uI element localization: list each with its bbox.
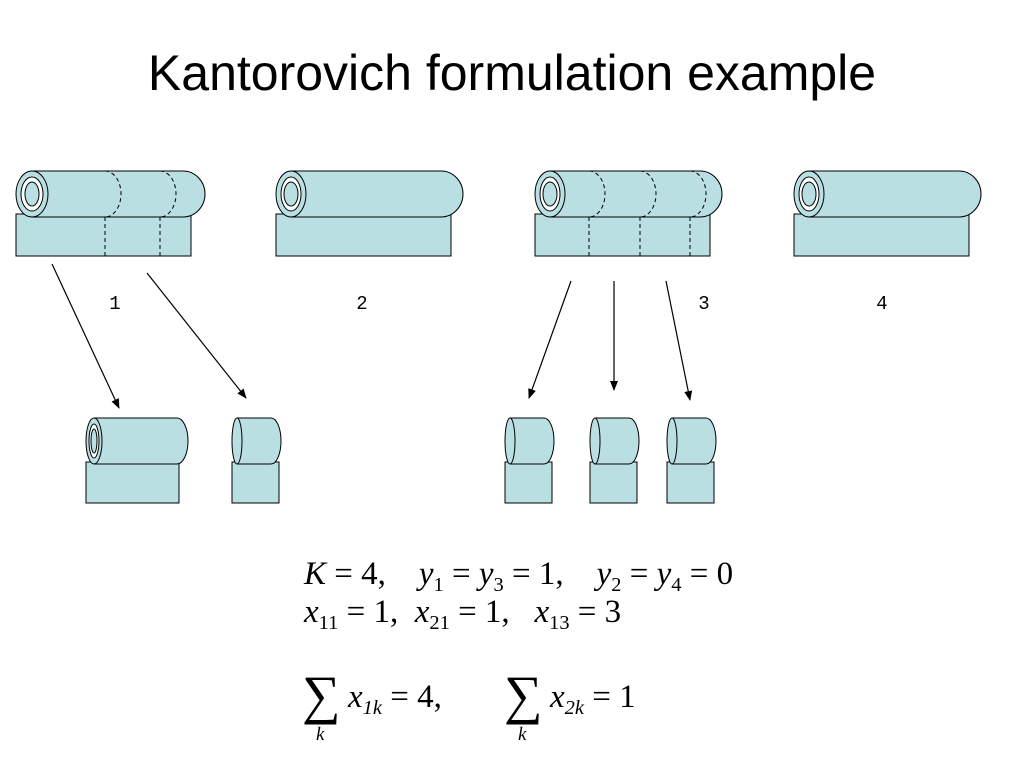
var-y3: y xyxy=(478,556,494,592)
var-x1k: x xyxy=(348,679,363,715)
y24-value: = 0 xyxy=(689,556,734,592)
x11-value: = 1, xyxy=(346,594,399,630)
equals-sign: = xyxy=(629,556,649,592)
roll-4 xyxy=(793,170,982,257)
roll-label-1: 1 xyxy=(109,293,120,315)
x21-value: = 1, xyxy=(458,594,510,630)
roll-label-2: 2 xyxy=(356,293,367,315)
arrow-roll3-piece1 xyxy=(528,280,572,399)
x11-subscript: 11 xyxy=(318,612,339,635)
roll-label-3: 3 xyxy=(698,293,709,315)
piece-small-4 xyxy=(666,417,717,504)
sigma-symbol: ∑ xyxy=(504,665,543,725)
x21-subscript: 21 xyxy=(429,612,450,635)
roll-1 xyxy=(15,170,206,257)
var-x11: x xyxy=(304,594,319,630)
y2-subscript: 2 xyxy=(611,574,622,597)
slide-title: Kantorovich formulation example xyxy=(147,45,877,101)
sum-index: k xyxy=(316,724,325,745)
summation-1: ∑ k x1k = 4, xyxy=(302,668,502,748)
K-value: = 4, xyxy=(334,556,386,592)
y3-subscript: 3 xyxy=(493,574,504,597)
roll-label-4: 4 xyxy=(876,293,887,315)
var-K: K xyxy=(304,556,327,592)
x13-subscript: 13 xyxy=(549,612,570,635)
piece-small-1 xyxy=(231,417,282,504)
y1-subscript: 1 xyxy=(433,574,444,597)
y4-subscript: 4 xyxy=(671,574,682,597)
sum-index: k xyxy=(518,724,527,745)
sum2-value: = 1 xyxy=(592,679,636,715)
var-y1: y xyxy=(418,556,434,592)
var-y4: y xyxy=(656,556,672,592)
sigma-symbol: ∑ xyxy=(302,665,341,725)
var-y2: y xyxy=(596,556,612,592)
sum1-value: = 4, xyxy=(390,679,442,715)
roll-3 xyxy=(534,170,723,257)
var-x2k: x xyxy=(550,679,565,715)
x2k-subscript: 2k xyxy=(564,697,584,720)
equals-sign: = xyxy=(452,556,471,592)
equation-line-1: K = 4, y1 = y3 = 1, y2 = y4 = 0 xyxy=(304,556,733,597)
var-x13: x xyxy=(534,594,550,630)
x1k-subscript: 1k xyxy=(362,697,382,720)
piece-large xyxy=(85,417,189,504)
summation-2: ∑ k x2k = 1 xyxy=(504,668,704,748)
arrow-roll1-piece2 xyxy=(146,272,247,399)
piece-small-3 xyxy=(589,417,640,504)
x13-value: = 3 xyxy=(577,594,622,630)
roll-2 xyxy=(275,170,464,257)
arrow-roll3-piece3 xyxy=(665,280,693,401)
y13-value: = 1, xyxy=(512,556,564,592)
var-x21: x xyxy=(414,594,430,630)
arrow-roll1-piece1 xyxy=(51,263,120,409)
equation-line-2: x11 = 1, x21 = 1, x13 = 3 xyxy=(304,594,621,635)
piece-small-2 xyxy=(504,417,555,504)
